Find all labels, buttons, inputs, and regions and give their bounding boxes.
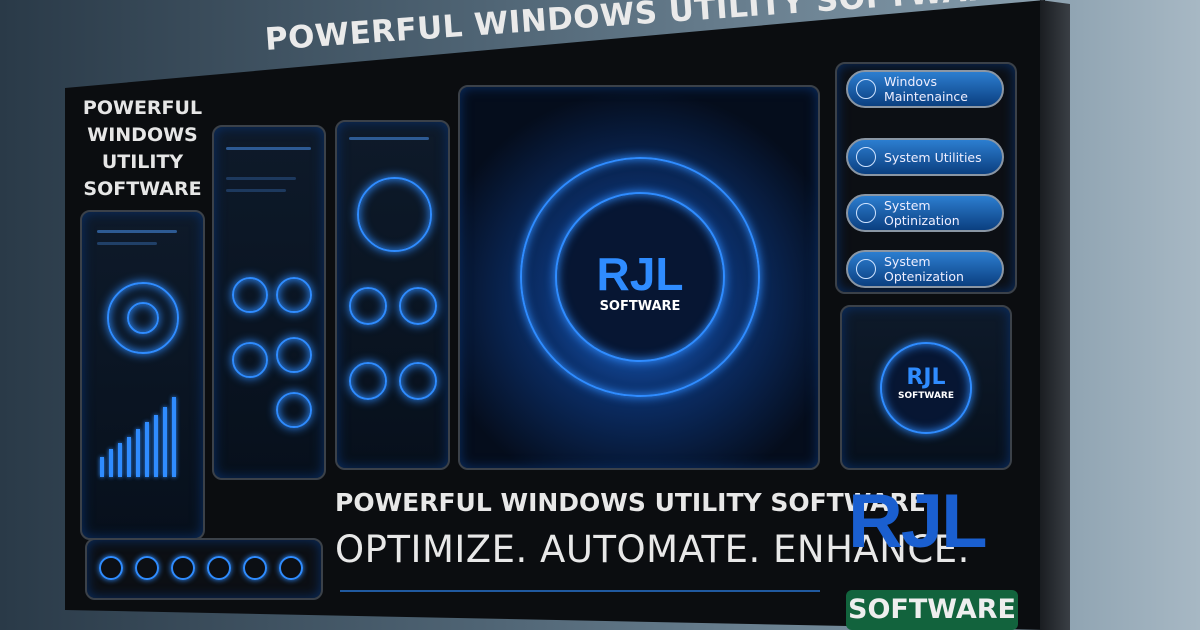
menu-label: System Optinization: [884, 198, 960, 228]
quick-icons-bar: [85, 538, 323, 600]
quick-icon[interactable]: [135, 556, 159, 580]
menu-system-optimization[interactable]: System Optinization: [846, 194, 1004, 232]
tool-icon[interactable]: [399, 287, 437, 325]
quick-icon[interactable]: [171, 556, 195, 580]
tool-icon[interactable]: [232, 277, 268, 313]
bar-chart: [100, 392, 190, 477]
side-title: POWERFUL WINDOWS UTILITY SOFTWARE: [82, 97, 203, 200]
tool-icon[interactable]: [349, 362, 387, 400]
logo-ring-icon: [880, 342, 972, 434]
small-logo-panel: RJL SOFTWARE: [840, 305, 1012, 470]
menu-label: System Optenization: [884, 254, 964, 284]
ring-icon: [520, 157, 760, 397]
hero-logo: RJL: [596, 248, 684, 300]
bar: [136, 429, 140, 477]
utilities-icon: [856, 147, 876, 167]
bar: [154, 415, 158, 477]
quick-icon[interactable]: [243, 556, 267, 580]
tool-icon[interactable]: [276, 392, 312, 428]
quick-icon[interactable]: [99, 556, 123, 580]
bar: [127, 437, 131, 477]
menu-windows-maintenance[interactable]: Windovs Maintenaince: [846, 70, 1004, 108]
menu-system-optenization[interactable]: System Optenization: [846, 250, 1004, 288]
tool-icon[interactable]: [349, 287, 387, 325]
tagline-line2: OPTIMIZE. AUTOMATE. ENHANCE.: [335, 528, 970, 571]
bar: [109, 449, 113, 477]
brand-logo-sub: SOFTWARE: [846, 590, 1018, 630]
radar-core-icon: [127, 302, 159, 334]
bar: [145, 422, 149, 477]
scanner-icon: [357, 177, 432, 252]
tool-icon[interactable]: [276, 337, 312, 373]
menu-system-utilities[interactable]: System Utilities: [846, 138, 1004, 176]
bar: [100, 457, 104, 477]
small-logo: RJL: [906, 365, 946, 390]
stats-panel: [80, 210, 205, 540]
radar-icon: [107, 282, 179, 354]
divider: [340, 590, 820, 592]
small-logo-sub: SOFTWARE: [898, 391, 954, 401]
circle-icon: [856, 259, 876, 279]
quick-icon[interactable]: [207, 556, 231, 580]
quick-icon[interactable]: [279, 556, 303, 580]
brand-logo: RJL: [848, 479, 988, 564]
tool-icon[interactable]: [232, 342, 268, 378]
tagline-line1: POWERFUL WINDOWS UTILITY SOFTWARE: [335, 488, 926, 517]
board-edge: [1040, 0, 1070, 630]
menu-label: System Utilities: [884, 149, 982, 165]
bar: [172, 397, 176, 477]
hero-logo-sub: SOFTWARE: [599, 299, 681, 314]
optimization-icon: [856, 203, 876, 223]
maintenance-icon: [856, 79, 876, 99]
bar: [118, 443, 122, 477]
tool-icon[interactable]: [399, 362, 437, 400]
scanner-panel: [335, 120, 450, 470]
ring-inner-icon: [555, 192, 725, 362]
menu-label: Windovs Maintenaince: [884, 74, 968, 104]
hero-panel: RJL SOFTWARE: [458, 85, 820, 470]
tool-icon[interactable]: [276, 277, 312, 313]
tools-panel: [212, 125, 326, 480]
bar: [163, 407, 167, 477]
